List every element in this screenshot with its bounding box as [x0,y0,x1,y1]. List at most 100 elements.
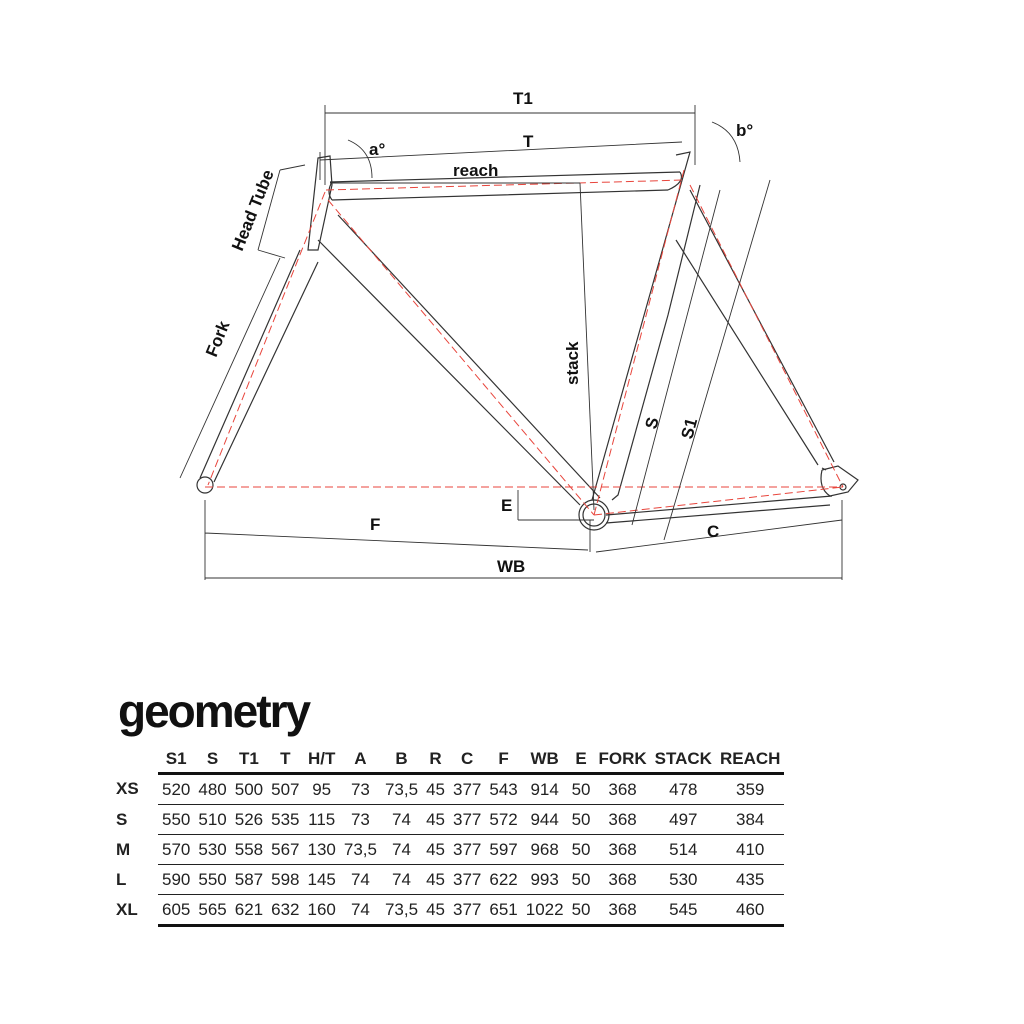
table-cell: 510 [194,804,231,835]
label-b-angle: b° [736,121,753,140]
frame-outline [196,151,859,531]
table-cell: 622 [485,864,522,895]
table-cell: 550 [158,804,195,835]
table-cell: 914 [521,773,568,805]
table-cell: 359 [715,773,785,805]
table-cell: 605 [158,894,195,927]
table-cell: 74 [339,894,381,927]
column-header: S1 [158,746,195,775]
table-cell: 567 [267,834,304,865]
centerlines [205,169,844,516]
label-f: F [370,515,380,534]
label-stack: stack [563,341,582,385]
table-cell: 45 [422,804,449,835]
table-cell: 377 [448,834,486,865]
label-fork: Fork [202,318,234,360]
table-cell: 651 [485,894,522,927]
column-header: B [380,746,423,775]
table-cell: 497 [650,804,716,835]
column-header: WB [521,746,568,775]
table-cell: 507 [267,773,304,805]
table-cell: 74 [380,834,423,865]
table-cell: 368 [594,804,651,835]
label-t: T [523,132,534,151]
geometry-title: geometry [118,685,311,737]
table-cell: 368 [594,864,651,895]
table-cell: 530 [650,864,716,895]
table-cell: 377 [448,773,486,805]
size-label: XS [116,779,139,798]
column-header: FORK [594,746,651,775]
size-label: XL [116,900,138,919]
column-header: H/T [303,746,340,775]
table-cell: 74 [339,864,381,895]
table-cell: 550 [194,864,231,895]
table-cell: 74 [380,864,423,895]
table-cell: 570 [158,834,195,865]
table-cell: 73 [339,773,381,805]
table-cell: 565 [194,894,231,927]
label-a-angle: a° [369,140,385,159]
column-header: F [485,746,522,775]
table-cell: 50 [567,773,595,805]
table-cell: 597 [485,834,522,865]
label-wb: WB [497,557,525,576]
table-cell: 377 [448,864,486,895]
table-cell: 384 [715,804,785,835]
table-cell: 587 [230,864,268,895]
table-cell: 478 [650,773,716,805]
table-cell: 968 [521,834,568,865]
table-cell: 435 [715,864,785,895]
label-t1: T1 [513,89,533,108]
table-cell: 115 [303,804,340,835]
label-head-tube: Head Tube [228,167,278,254]
column-header: C [448,746,486,775]
column-header: E [567,746,595,775]
table-cell: 526 [230,804,268,835]
table-cell: 480 [194,773,231,805]
table-cell: 558 [230,834,268,865]
table-cell: 535 [267,804,304,835]
column-header: STACK [650,746,716,775]
table-cell: 74 [380,804,423,835]
table-cell: 520 [158,773,195,805]
table-cell: 50 [567,804,595,835]
column-header: R [422,746,449,775]
table-cell: 50 [567,834,595,865]
table-cell: 368 [594,773,651,805]
table-cell: 73,5 [380,894,423,927]
table-cell: 460 [715,894,785,927]
table-cell: 73 [339,804,381,835]
size-label: L [116,869,127,889]
column-header: T [267,746,304,775]
table-cell: 160 [303,894,340,927]
label-s: S [642,415,663,431]
table-cell: 45 [422,864,449,895]
table-cell: 632 [267,894,304,927]
table-cell: 545 [650,894,716,927]
size-label: S [116,809,128,829]
table-cell: 590 [158,864,195,895]
column-header: S [194,746,231,775]
table-cell: 145 [303,864,340,895]
table-cell: 45 [422,894,449,927]
label-s1: S1 [678,416,702,441]
table-cell: 377 [448,894,486,927]
column-header: A [339,746,381,775]
table-cell: 543 [485,773,522,805]
table-cell: 368 [594,834,651,865]
table-cell: 368 [594,894,651,927]
label-e: E [501,496,512,515]
size-label: M [116,839,131,859]
table-cell: 530 [194,834,231,865]
dimension-lines [179,105,843,580]
table-cell: 45 [422,834,449,865]
table-cell: 598 [267,864,304,895]
table-cell: 621 [230,894,268,927]
